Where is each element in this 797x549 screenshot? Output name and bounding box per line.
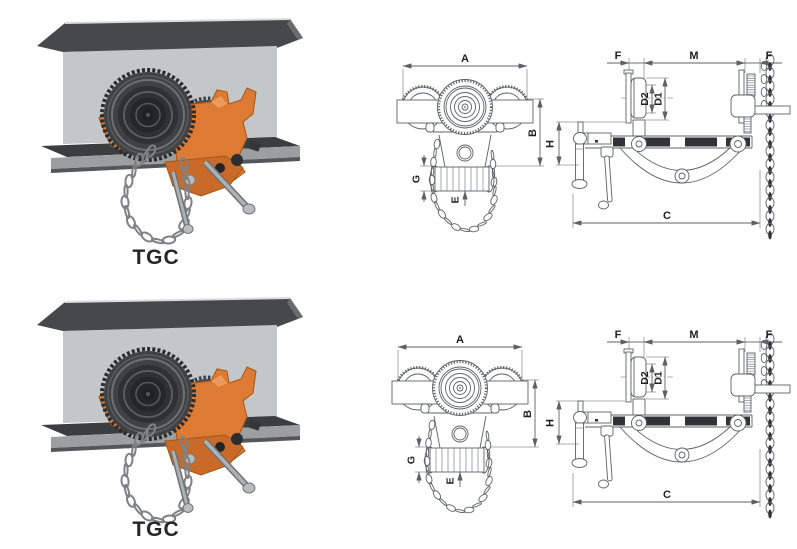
dim-label-G: G <box>406 456 418 464</box>
dim-G-row2 <box>415 436 428 483</box>
hand-chain-loop-front <box>423 419 493 514</box>
product-render-row2 <box>15 289 315 539</box>
model-label-row1: TGC <box>132 246 180 269</box>
dim-C-row2 <box>572 449 761 507</box>
dim-label-F-right: F <box>766 329 773 341</box>
dim-B-row1 <box>495 98 544 167</box>
dim-label-D1: D1 <box>653 371 665 385</box>
dim-C-row1 <box>572 170 761 228</box>
dim-G-row1 <box>420 155 433 202</box>
trolley-front-outline <box>396 79 534 193</box>
model-label-row2: TGC <box>132 518 180 541</box>
dim-label-B: B <box>527 129 539 137</box>
trolley-front-outline <box>391 360 529 474</box>
dim-D2-D1-row2 <box>646 356 669 400</box>
dim-label-D2: D2 <box>639 371 651 385</box>
dim-H-row2 <box>556 400 625 445</box>
dim-label-M: M <box>689 50 698 62</box>
dim-label-M: M <box>689 329 698 341</box>
dim-label-A: A <box>461 53 469 65</box>
dim-label-F-left: F <box>615 329 622 341</box>
dim-label-H: H <box>545 140 557 148</box>
dim-label-D1: D1 <box>653 92 665 106</box>
clamp-arc-body <box>619 414 747 463</box>
trolley-side-wheels <box>621 348 791 416</box>
hand-chain-loop-front <box>428 138 498 233</box>
suspension-assembly <box>571 121 614 210</box>
side-view-drawing-row2: F M F D2 D1 H C <box>545 329 791 519</box>
front-view-drawing-row1: A B G E <box>396 53 544 233</box>
dim-label-C: C <box>663 489 671 501</box>
dim-label-G: G <box>411 175 423 183</box>
front-view-drawing-row2: A B G E <box>391 334 539 514</box>
dim-FMF-row2 <box>607 337 782 357</box>
dim-H-row1 <box>556 121 625 166</box>
load-chain-column <box>760 333 775 519</box>
dim-label-D2: D2 <box>639 92 651 106</box>
product-render-row1 <box>15 10 315 260</box>
side-view-drawing-row1: F M F D2 D1 H C <box>545 50 791 240</box>
dim-label-B: B <box>522 410 534 418</box>
suspension-assembly <box>571 400 614 489</box>
dim-label-E: E <box>450 196 462 203</box>
trolley-side-wheels <box>621 69 791 137</box>
load-chain-column <box>760 54 775 240</box>
dim-label-F-right: F <box>766 50 773 62</box>
clamp-arc-body <box>619 135 747 184</box>
dim-FMF-row1 <box>607 58 782 78</box>
dim-B-row2 <box>490 379 539 448</box>
dim-label-H: H <box>545 419 557 427</box>
dim-label-F-left: F <box>615 50 622 62</box>
dim-label-E: E <box>445 477 457 484</box>
dim-label-A: A <box>456 334 464 346</box>
dim-D2-D1-row1 <box>646 77 669 121</box>
dim-label-C: C <box>663 210 671 222</box>
